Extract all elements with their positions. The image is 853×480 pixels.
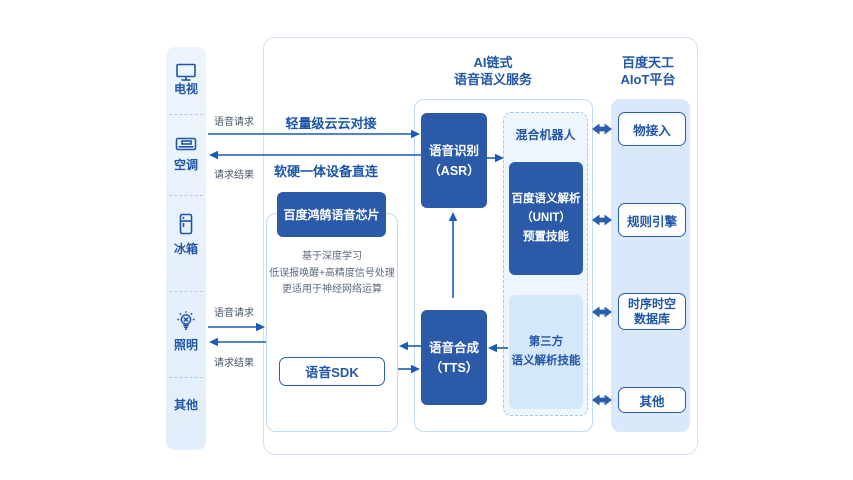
third-party-box: 第三方 语义解析技能: [509, 295, 583, 409]
tsdb-label-line1: 时序时空: [627, 296, 676, 311]
aiot-other-label: 其他: [639, 394, 665, 409]
voice-sdk-box: 语音SDK: [279, 357, 385, 386]
chip-desc-line1: 基于深度学习: [302, 251, 362, 262]
chip-description: 基于深度学习 低误报唤醒+高精度信号处理 更适用于神经网络运算: [264, 249, 400, 299]
honghu-chip-label: 百度鸿鹄语音芯片: [283, 208, 380, 222]
request-result-label-bottom: 请求结果: [214, 358, 254, 369]
rule-engine-label: 规则引擎: [626, 214, 677, 229]
aiot-header-line1: 百度天工: [621, 55, 674, 70]
chip-container: [266, 213, 398, 432]
request-result-arrow-top: [209, 150, 421, 160]
honghu-chip-box: 百度鸿鹄语音芯片: [277, 192, 386, 237]
thirdparty-to-tts-arrow: [488, 343, 508, 353]
air-conditioner-icon: [175, 137, 197, 151]
unit-label-line3: 预置技能: [523, 231, 569, 243]
thing-access-box: 物接入: [618, 112, 686, 146]
tts-to-asr-arrow: [448, 212, 458, 298]
tsdb-label-line2: 数据库: [633, 311, 670, 326]
chip-desc-line2: 低误报唤醒+高精度信号处理: [269, 267, 395, 279]
cloud-link-label: 轻量级云云对接: [285, 116, 377, 131]
divider: [169, 377, 203, 378]
tts-label-line2: （TTS）: [429, 360, 479, 375]
aiot-header-line2: AIoT平台: [620, 72, 676, 87]
double-arrow-tsdb: [592, 306, 612, 318]
double-arrow-rule-engine: [592, 214, 612, 226]
voice-request-label-top: 语音请求: [214, 117, 254, 128]
third-party-line2: 语义解析技能: [511, 355, 581, 367]
asr-label-line1: 语音识别: [428, 143, 479, 158]
divider: [169, 195, 203, 196]
divider: [169, 114, 203, 115]
fridge-icon: [179, 213, 193, 235]
device-label-tv: 电视: [173, 82, 198, 96]
aiot-other-box: 其他: [618, 387, 686, 413]
request-result-arrow-bottom: [209, 337, 266, 347]
voice-request-arrow-top: [208, 129, 420, 139]
ai-service-header: AI链式 语音语义服务: [433, 54, 553, 88]
double-arrow-other: [592, 394, 612, 406]
device-label-other: 其他: [173, 398, 198, 412]
voice-sdk-label: 语音SDK: [305, 365, 359, 380]
asr-to-robot-arrow: [487, 153, 504, 163]
tts-box: 语音合成 （TTS）: [421, 310, 487, 405]
hybrid-robot-title: 混合机器人: [515, 128, 576, 142]
third-party-line1: 第三方: [528, 336, 564, 348]
divider: [169, 291, 203, 292]
voice-request-label-bottom: 语音请求: [214, 308, 254, 319]
unit-label-line2: （UNIT）: [521, 212, 571, 224]
device-label-ac: 空调: [173, 158, 198, 172]
voice-request-arrow-bottom: [208, 322, 265, 332]
tsdb-box: 时序时空 数据库: [618, 293, 686, 330]
asr-box: 语音识别 （ASR）: [421, 113, 487, 208]
request-result-label-top: 请求结果: [214, 170, 254, 181]
unit-box: 百度语义解析 （UNIT） 预置技能: [509, 162, 583, 275]
aiot-panel: [611, 99, 690, 432]
unit-label-line1: 百度语义解析: [511, 193, 581, 205]
tv-icon: [176, 63, 196, 81]
aiot-header: 百度天工 AIoT平台: [588, 54, 708, 88]
ai-service-header-line1: AI链式: [473, 55, 513, 70]
asr-label-line2: （ASR）: [428, 163, 480, 178]
device-label-fridge: 冰箱: [173, 242, 198, 256]
thing-access-label: 物接入: [633, 123, 671, 138]
rule-engine-box: 规则引擎: [618, 203, 686, 237]
ai-service-header-line2: 语音语义服务: [453, 72, 532, 87]
device-direct-link-label: 软硬一体设备直连: [273, 164, 378, 179]
double-arrow-thing-access: [592, 123, 612, 135]
tts-label-line1: 语音合成: [428, 340, 479, 355]
chip-desc-line3: 更适用于神经网络运算: [282, 284, 382, 295]
light-bulb-icon: [177, 311, 195, 330]
sdk-to-tts-arrow: [398, 364, 420, 374]
device-label-light: 照明: [173, 338, 198, 352]
tts-to-sdk-arrow: [399, 341, 421, 351]
